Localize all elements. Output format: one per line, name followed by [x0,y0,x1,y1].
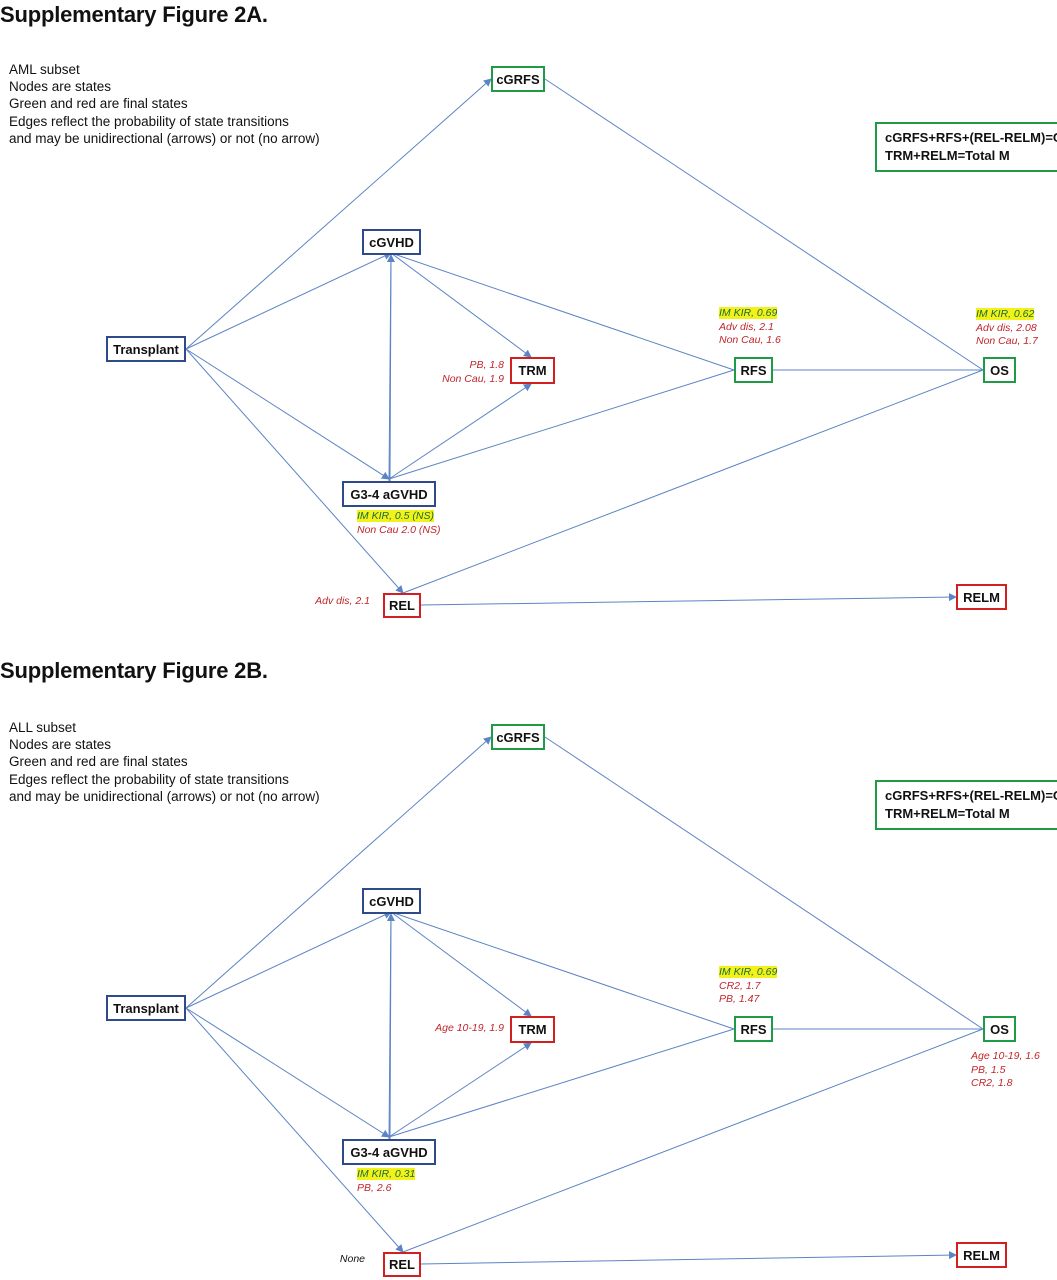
formula-line: cGRFS+RFS+(REL-RELM)=OS [885,788,1057,803]
edge-rel-os [402,369,984,594]
highlighted-annotation: IM KIR, 0.62 [976,308,1035,320]
edge-cgvhd-trm [390,911,532,1017]
legend-line: Edges reflect the probability of state t… [9,113,289,129]
rel-annotation-text: None [339,1253,365,1265]
node-cgrfs: cGRFS [491,66,545,92]
figure-b-title: Supplementary Figure 2B. [0,658,268,683]
legend-line: Green and red are final states [9,754,188,770]
node-transplant: Transplant [106,995,186,1021]
figure-b-legend: ALL subset Nodes are states Green and re… [9,719,320,805]
figure-a-legend: AML subset Nodes are states Green and re… [9,61,320,147]
edge-agvhd-cgvhd [386,913,395,1140]
edge-transplant-cgrfs [185,78,492,350]
edge-cgrfs-os [544,78,984,371]
node-relm: RELM [956,584,1007,610]
figure-a-formula-box: cGRFS+RFS+(REL-RELM)=OS TRM+RELM=Total M [875,122,1057,172]
node-trm: TRM [510,357,555,384]
annotation-line: PB, 1.47 [719,993,760,1005]
edge-cgrfs-os [544,736,984,1030]
node-relm: RELM [956,1242,1007,1268]
edge-transplant-cgvhd [185,911,392,1009]
figure-a-title: Supplementary Figure 2A. [0,2,268,27]
node-transplant: Transplant [106,336,186,362]
annotation-line: Non Cau, 1.6 [719,334,781,346]
edge-transplant-rel [185,348,404,594]
annotation-line: Non Cau, 1.9 [442,372,504,385]
edge-transplant-rel [185,1007,404,1253]
edge-transplant-agvhd [185,348,390,480]
edge-agvhd-rfs [388,369,735,480]
node-rel: REL [383,1252,421,1277]
highlighted-annotation: IM KIR, 0.69 [719,966,778,978]
rel-annotation: Adv dis, 2.1 [315,595,370,607]
legend-line: AML subset [9,62,80,77]
edge-agvhd-trm [388,1042,532,1138]
edge-rel-relm [420,1251,957,1265]
legend-line: Nodes are states [9,737,112,753]
os-annotation: Age 10-19, 1.6 PB, 1.5 CR2, 1.8 [971,1050,1040,1091]
node-agvhd: G3-4 aGVHD [342,481,436,507]
edge-agvhd-trm [388,383,532,480]
edge-cgvhd-rfs [390,911,735,1030]
figure-b-formula-box: cGRFS+RFS+(REL-RELM)=OS TRM+RELM=Total M [875,780,1057,830]
formula-line: TRM+RELM=Total M [885,806,1010,821]
node-rel: REL [383,593,421,618]
node-trm: TRM [510,1016,555,1043]
rel-annotation: None [290,1253,365,1267]
formula-line: TRM+RELM=Total M [885,148,1010,163]
node-rfs: RFS [734,357,773,383]
legend-line: ALL subset [9,720,77,735]
edge-cgvhd-trm [390,252,532,358]
legend-line: Green and red are final states [9,96,188,112]
node-cgvhd: cGVHD [362,888,421,914]
edge-transplant-cgvhd [185,252,392,350]
legend-line: and may be unidirectional (arrows) or no… [9,130,320,146]
annotation-line: Age 10-19, 1.6 [971,1050,1040,1062]
node-os: OS [983,357,1016,383]
formula-line: cGRFS+RFS+(REL-RELM)=OS [885,130,1057,145]
agvhd-annotation: IM KIR, 0.5 (NS) Non Cau 2.0 (NS) [357,510,440,537]
os-annotation: IM KIR, 0.62 Adv dis, 2.08 Non Cau, 1.7 [976,308,1038,349]
edge-rel-os [402,1028,984,1253]
annotation-line: Non Cau, 1.7 [976,335,1038,347]
edge-transplant-cgrfs [185,736,492,1009]
annotation-line: Non Cau 2.0 (NS) [357,523,441,536]
highlighted-annotation: IM KIR, 0.5 (NS) [357,510,435,522]
node-os: OS [983,1016,1016,1042]
edge-cgvhd-rfs [390,252,735,371]
annotation-line: PB, 1.8 [469,359,504,371]
edge-rel-relm [420,593,957,606]
node-rfs: RFS [734,1016,773,1042]
annotation-line: Adv dis, 2.08 [976,321,1037,334]
figure-a-edges [185,78,984,606]
rfs-annotation: IM KIR, 0.69 CR2, 1.7 PB, 1.47 [719,966,778,1007]
agvhd-annotation: IM KIR, 0.31 PB, 2.6 [357,1168,416,1195]
highlighted-annotation: IM KIR, 0.31 [357,1168,416,1180]
node-agvhd: G3-4 aGVHD [342,1139,436,1165]
edge-agvhd-rfs [388,1028,735,1138]
rfs-annotation: IM KIR, 0.69 Adv dis, 2.1 Non Cau, 1.6 [719,307,781,348]
node-cgrfs: cGRFS [491,724,545,750]
annotation-line: Adv dis, 2.1 [719,320,774,333]
annotation-line: PB, 1.5 [971,1063,1006,1076]
legend-line: Nodes are states [9,79,112,95]
legend-line: and may be unidirectional (arrows) or no… [9,788,320,804]
trm-annotation: Age 10-19, 1.9 [435,1022,504,1034]
edge-transplant-agvhd [185,1007,390,1138]
annotation-line: CR2, 1.7 [719,979,761,992]
edge-agvhd-cgvhd [386,254,395,482]
annotation-line: CR2, 1.8 [971,1077,1013,1089]
trm-annotation: PB, 1.8 Non Cau, 1.9 [420,359,504,386]
highlighted-annotation: IM KIR, 0.69 [719,307,778,319]
annotation-line: PB, 2.6 [357,1181,392,1194]
node-cgvhd: cGVHD [362,229,421,255]
legend-line: Edges reflect the probability of state t… [9,771,289,787]
